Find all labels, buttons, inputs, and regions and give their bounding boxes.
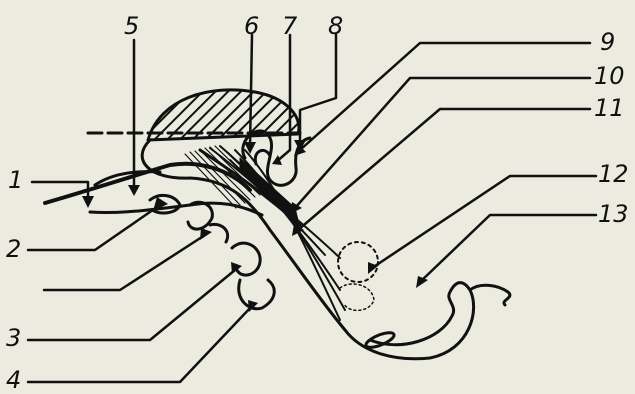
- small-oval: [364, 330, 396, 351]
- lower-outline: [470, 285, 510, 305]
- dashed-blob: [340, 284, 374, 310]
- label-8: 8: [328, 14, 343, 38]
- label-12: 12: [598, 162, 629, 186]
- body-outline: [142, 140, 473, 359]
- label-2: 2: [6, 237, 21, 261]
- label-10: 10: [594, 64, 625, 88]
- label-7: 7: [282, 14, 297, 38]
- lobe-c: [210, 224, 228, 242]
- label-9: 9: [600, 30, 615, 54]
- label-5: 5: [124, 14, 139, 38]
- label-1: 1: [8, 168, 23, 192]
- dotted-circle: [338, 242, 378, 282]
- label-11: 11: [594, 96, 625, 120]
- leader-lines: [28, 35, 596, 382]
- label-4: 4: [6, 368, 21, 392]
- label-3: 3: [6, 326, 21, 350]
- label-6: 6: [244, 14, 259, 38]
- label-13: 13: [598, 202, 629, 226]
